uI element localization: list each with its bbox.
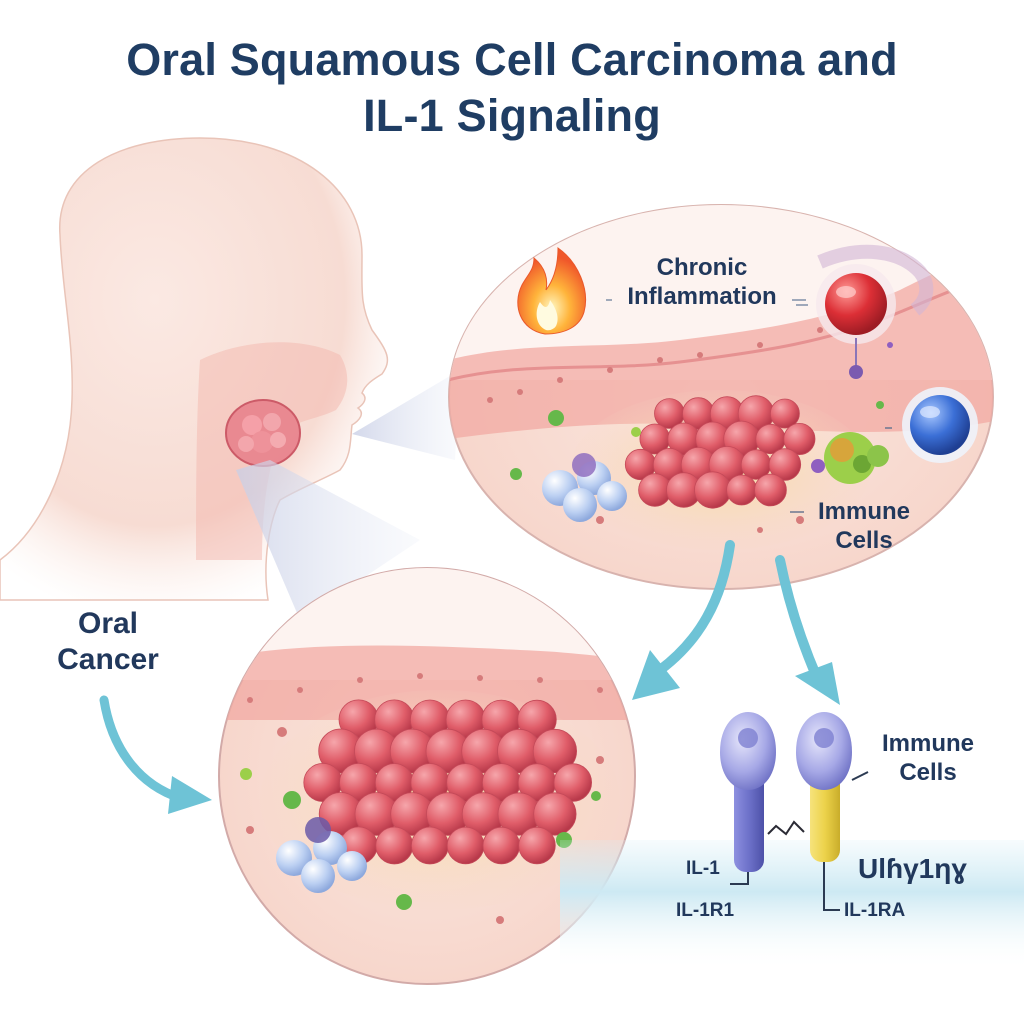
projection-cone-bottom: [236, 460, 420, 620]
tumor-cell: [518, 826, 556, 865]
tissue-cell-dot: [887, 342, 893, 348]
label-immune-cells-inset: Immune Cells: [817, 498, 910, 554]
flame-icon: [517, 247, 586, 335]
tissue-cell-dot: [417, 673, 423, 679]
page-title: Oral Squamous Cell Carcinoma and IL-1 Si…: [0, 32, 1024, 144]
tissue-cell-dot: [817, 327, 823, 333]
tissue-cell-dot: [597, 687, 603, 693]
label-chronic-inflammation: Chronic Inflammation: [627, 254, 777, 310]
tissue-cell-dot: [396, 894, 412, 910]
projection-cone-top: [352, 370, 460, 460]
tumor-cell: [694, 471, 732, 509]
receptor-il1r1: [720, 712, 776, 872]
tissue-dots-bottom: [240, 673, 604, 924]
immune-cluster-top: [542, 453, 627, 522]
tissue-cell-dot: [757, 342, 763, 348]
tissue-cell-dot: [697, 352, 703, 358]
tumor-cell: [482, 826, 520, 865]
tissue-cell-dot: [657, 357, 663, 363]
tumor-cell: [770, 398, 800, 429]
tumor-cell: [410, 826, 449, 865]
tissue-cell-dot: [240, 768, 252, 780]
tissue-cell-dot: [247, 697, 253, 703]
tumor-cells-bottom: [303, 699, 592, 865]
green-immune-cell-icon: [811, 432, 889, 484]
red-cell-icon: [816, 244, 934, 379]
tissue-cell-dot: [517, 389, 523, 395]
tissue-cell-dot: [537, 677, 543, 683]
tissue-cell-dot: [591, 791, 601, 801]
cell-membrane: [560, 840, 1024, 970]
tumor-cell: [375, 826, 414, 865]
immune-cluster-bottom: [276, 817, 367, 893]
tumor-cell: [783, 422, 816, 455]
tumor-cell: [533, 792, 577, 836]
tissue-dots-top: [487, 327, 893, 533]
tumor-cell: [754, 473, 787, 507]
tissue-cell-dot: [596, 756, 604, 764]
label-il1: IL-1: [686, 858, 720, 879]
tissue-cell-dot: [283, 791, 301, 809]
title-line-1: Oral Squamous Cell Carcinoma and: [126, 34, 898, 85]
tumor-cell: [726, 474, 757, 506]
tissue-cell-dot: [357, 677, 363, 683]
arrow-oral-cancer: [99, 695, 212, 814]
tumor-cell: [446, 826, 485, 865]
tissue-cell-dot: [297, 687, 303, 693]
tissue-cell-dot: [757, 527, 763, 533]
tissue-cell-dot: [277, 727, 287, 737]
title-line-2: IL-1 Signaling: [363, 90, 661, 141]
tissue-cell-dot: [496, 916, 504, 924]
tumor-inset: [218, 567, 636, 985]
tissue-cell-dot: [876, 401, 884, 409]
oral-tissue: [196, 342, 348, 560]
tissue-cell-dot: [548, 410, 564, 426]
label-immune-cells-receptors: Immune Cells: [881, 730, 974, 786]
label-il1r1: IL-1R1: [676, 900, 735, 921]
label-oral-cancer: Oral Cancer: [57, 607, 159, 676]
blue-cell-icon: [902, 387, 978, 463]
tumor-cell: [768, 448, 802, 481]
tissue-cell-dot: [596, 516, 604, 524]
receptor-il1ra: [796, 712, 852, 862]
arrow-to-receptors: [775, 555, 840, 705]
tissue-cell-dot: [477, 675, 483, 681]
label-il1ra: IL-1RA: [844, 900, 906, 921]
label-garbled: Ulɦγ1ηɣ: [858, 853, 967, 884]
tissue-cell-dot: [557, 377, 563, 383]
tissue-cell-dot: [796, 516, 804, 524]
tissue-cell-dot: [487, 397, 493, 403]
tumor-cell: [553, 763, 592, 802]
tumor-cells-top: [624, 395, 816, 509]
tissue-cell-dot: [246, 826, 254, 834]
tissue-cell-dot: [631, 427, 641, 437]
tissue-cell-dot: [607, 367, 613, 373]
arrow-to-bottom-inset: [632, 540, 735, 700]
tissue-cell-dot: [510, 468, 522, 480]
tumor-cell: [532, 728, 578, 774]
